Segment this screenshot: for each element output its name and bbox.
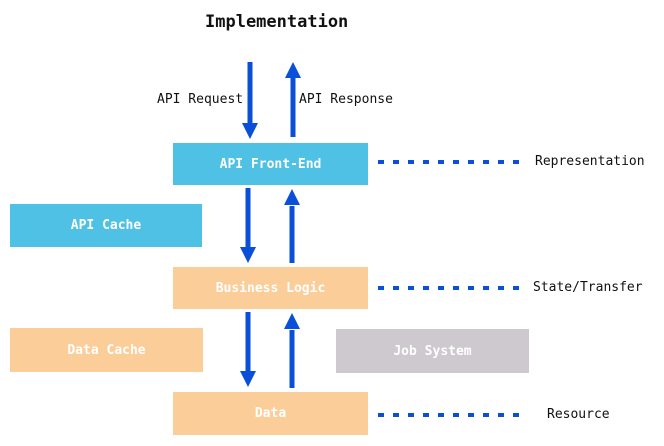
data-label: Data [254, 406, 287, 421]
data-to-logic-arrow-icon [284, 313, 300, 388]
logic-to-data-arrow-icon [240, 312, 256, 387]
api-request-arrow-icon [242, 62, 258, 139]
api-cache-box: API Cache [10, 204, 202, 247]
api-response-arrow-icon [285, 62, 301, 137]
api-cache-label: API Cache [70, 218, 142, 233]
representation-annotation: Representation [535, 154, 645, 169]
api-front-end-box: API Front-End [173, 143, 368, 185]
resource-annotation: Resource [547, 407, 610, 422]
data-cache-label: Data Cache [67, 342, 146, 358]
api-front-end-label: API Front-End [219, 156, 322, 172]
business-logic-box: Business Logic [173, 267, 368, 309]
job-system-box: Job System [336, 329, 529, 373]
api-response-label: API Response [299, 92, 393, 107]
frontend-to-logic-arrow-icon [240, 188, 256, 263]
data-box: Data [173, 392, 368, 435]
logic-to-frontend-arrow-icon [284, 189, 300, 263]
business-logic-label: Business Logic [215, 280, 326, 296]
job-system-label: Job System [393, 343, 472, 359]
data-cache-box: Data Cache [10, 328, 203, 372]
diagram-title: Implementation [205, 12, 349, 32]
api-request-label: API Request [157, 92, 244, 107]
state-transfer-annotation: State/Transfer [533, 280, 643, 295]
